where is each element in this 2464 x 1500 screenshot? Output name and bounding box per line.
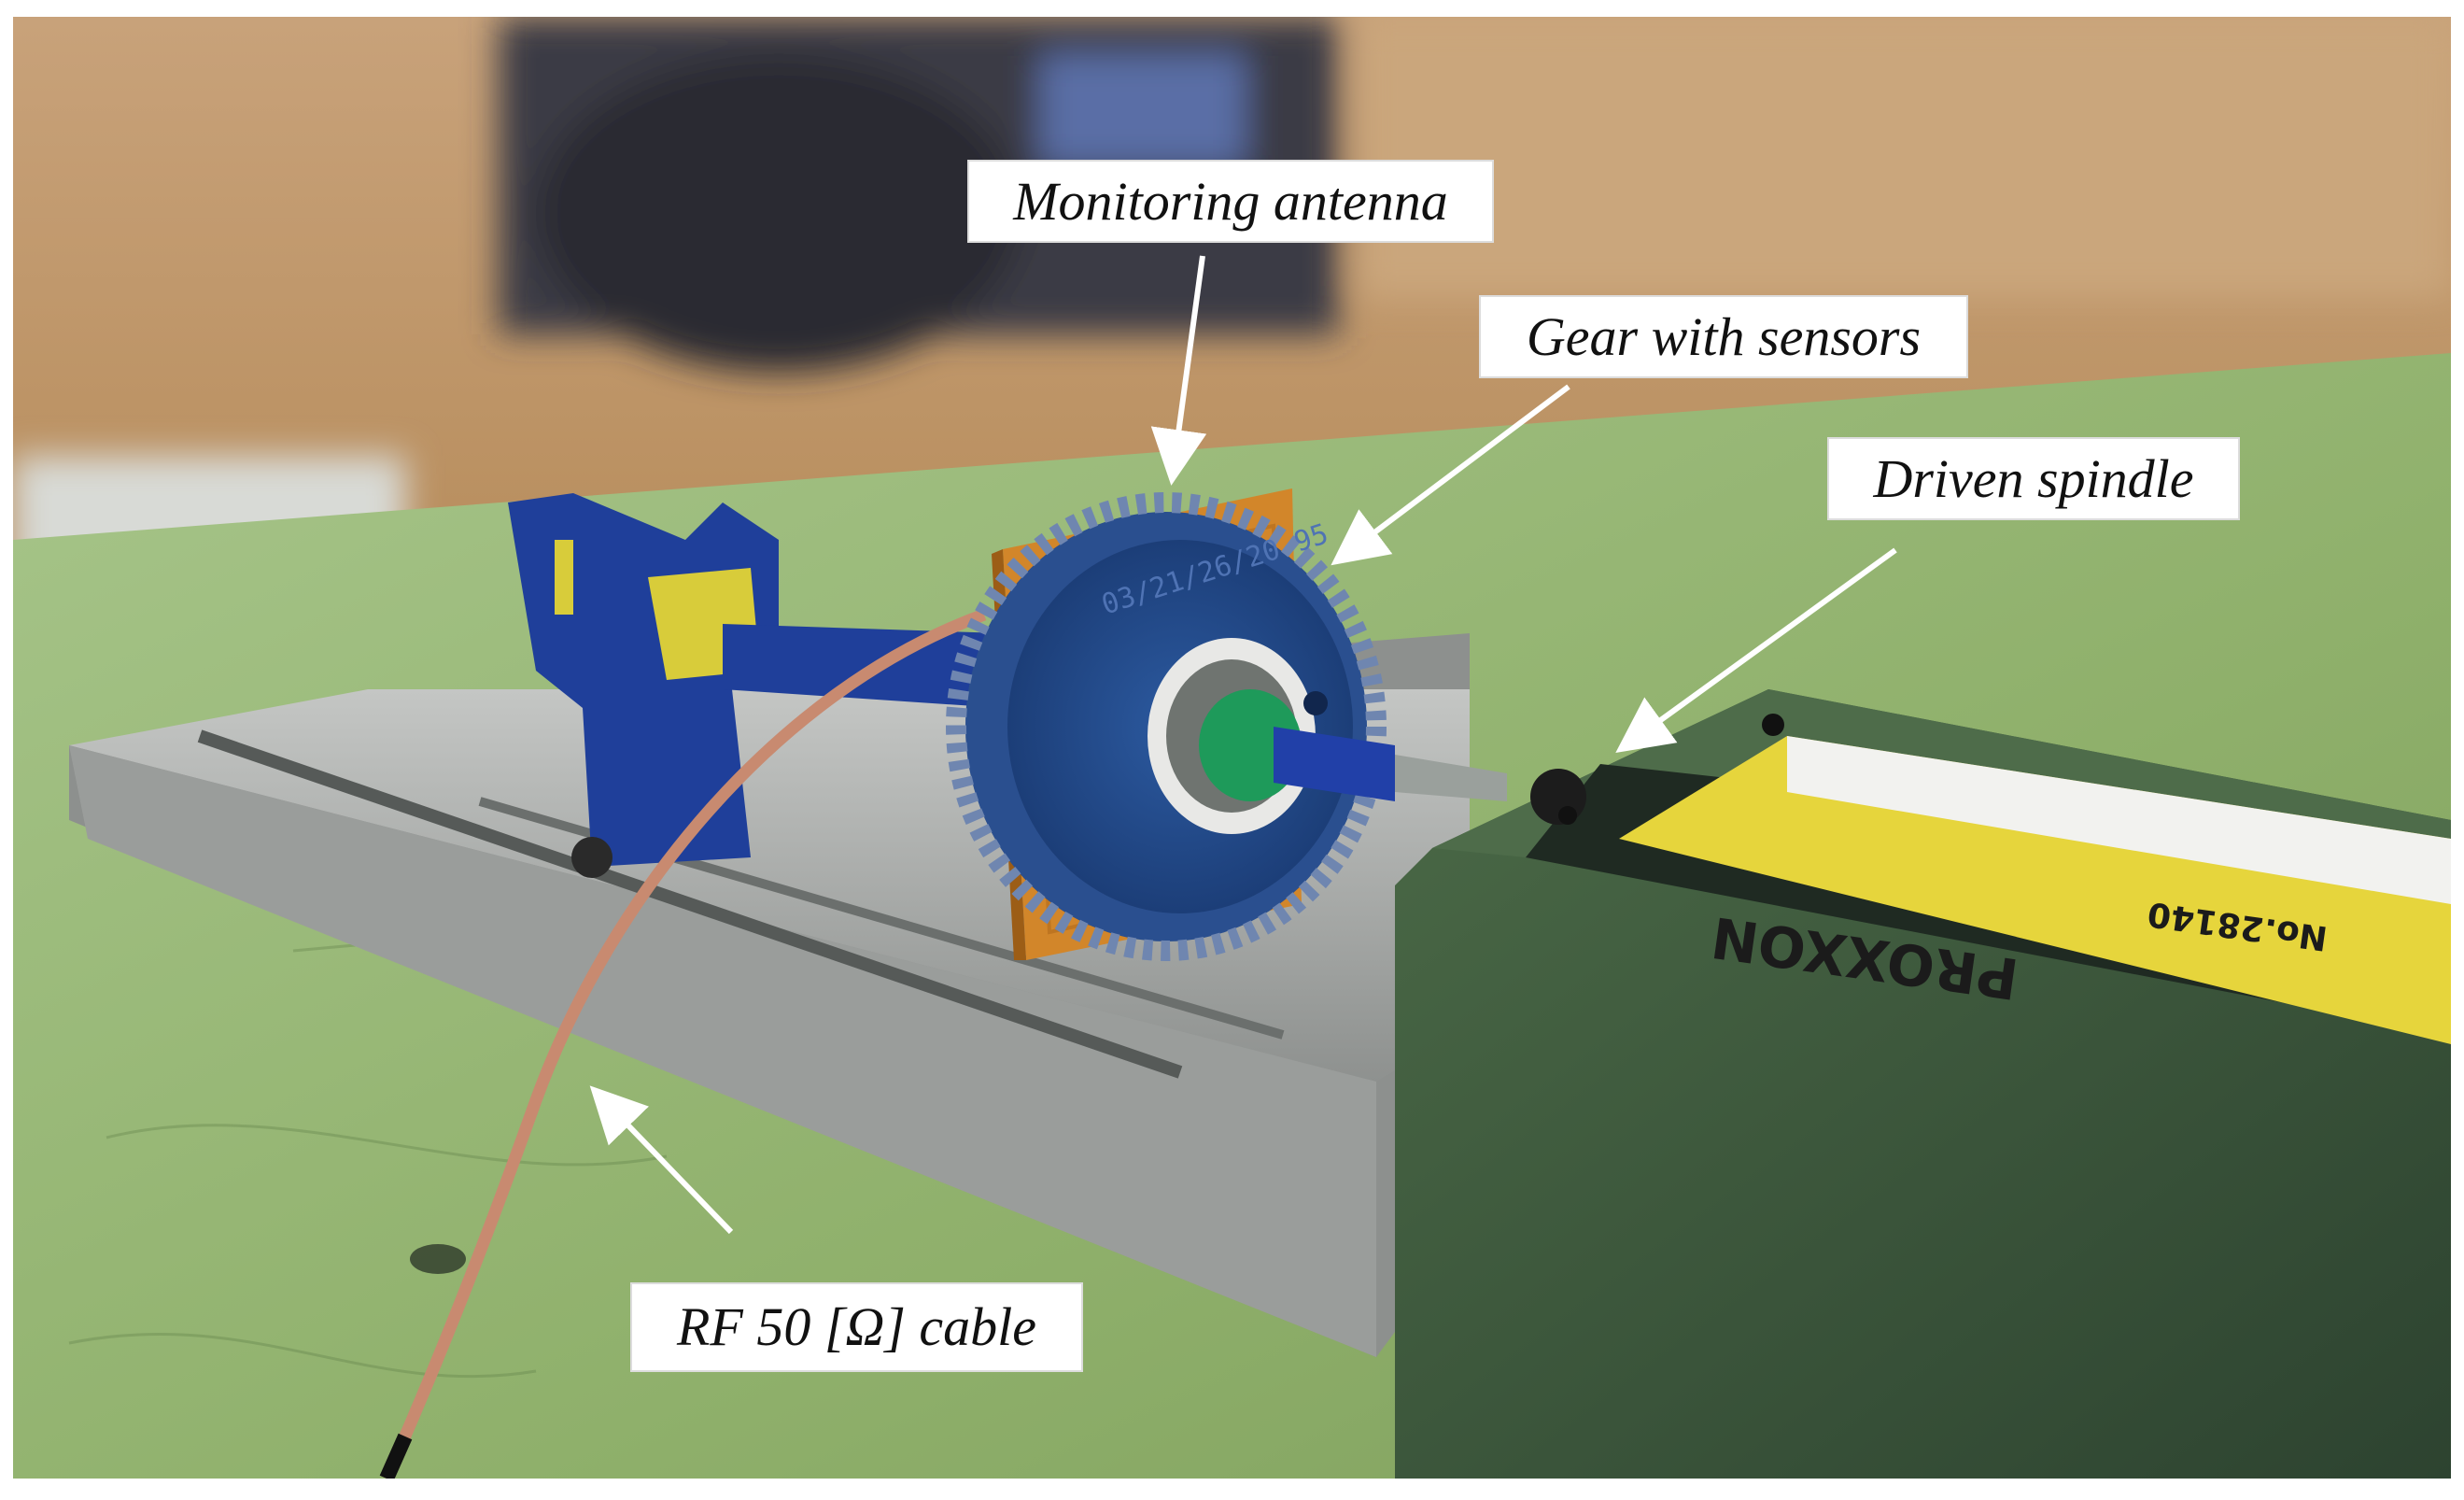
photo: 03/21/26/20 95 PROXXON No.28140 xyxy=(13,17,2451,1479)
rf-cable xyxy=(381,608,987,1479)
spindle-arrow xyxy=(1615,547,1897,754)
antenna-arrow xyxy=(1150,255,1207,486)
driven-spindle xyxy=(1395,755,1507,801)
rf-cable-label: RF 50 [Ω] cable xyxy=(630,1282,1083,1372)
driven-spindle-label: Driven spindle xyxy=(1827,437,2240,520)
gear-with-sensors-label: Gear with sensors xyxy=(1479,295,1968,378)
monitoring-antenna-label: Monitoring antenna xyxy=(967,160,1494,243)
table-stain xyxy=(410,1244,466,1274)
photo-scene: 03/21/26/20 95 PROXXON No.28140 xyxy=(13,17,2451,1479)
cable-end xyxy=(379,1433,413,1479)
motor-housing: PROXXON No.28140 xyxy=(1395,689,2451,1479)
gear: 03/21/26/20 95 xyxy=(946,492,1387,961)
blue-clamp xyxy=(508,493,1003,878)
blue-shaft xyxy=(1274,727,1395,801)
gear-arrow xyxy=(1331,384,1570,566)
cable-arrow xyxy=(589,1085,734,1235)
